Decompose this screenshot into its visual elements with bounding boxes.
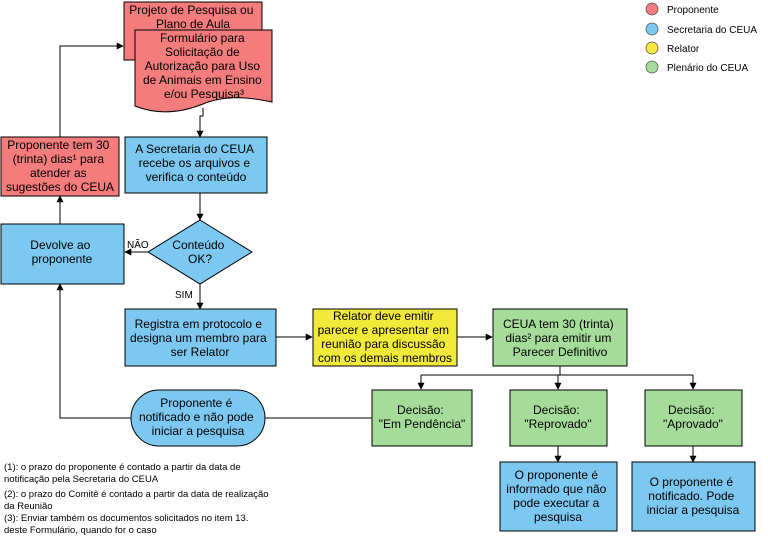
node-ceua-prazo-label: CEUA tem 30 (trinta) dias² para emitir u…	[503, 317, 617, 359]
node-formulario-label: Formulário para Solicitação de Autorizaç…	[143, 31, 265, 101]
shapes	[0, 1, 756, 532]
node-conteudo-ok-shape	[147, 219, 253, 285]
node-informado-label: O proponente é informado que não pode ex…	[506, 468, 609, 524]
legend-swatch-secretaria	[645, 22, 659, 36]
node-pendencia-label: Decisão: "Em Pendência"	[379, 403, 466, 431]
node-secretaria-recebe-label: A Secretaria do CEUA recebe os arquivos …	[135, 142, 256, 184]
edge-ceua-split	[421, 366, 693, 376]
node-notificado-pode-shape	[631, 461, 756, 532]
legend-label-relator: Relator	[667, 44, 700, 55]
node-conteudo-ok-label: Conteúdo OK?	[172, 238, 227, 266]
node-aprovado-shape	[644, 389, 743, 447]
footnotes: (1): o prazo do proponente é contado a p…	[4, 462, 271, 536]
legend-label-proponente: Proponente	[667, 5, 719, 16]
node-pendencia-shape	[371, 389, 473, 447]
node-registra-shape	[124, 308, 277, 367]
node-prazo-proponente-label: Proponente tem 30 (trinta) dias¹ para at…	[6, 138, 114, 194]
legend-swatch-relator	[645, 41, 659, 55]
legend-swatch-plenario	[645, 60, 659, 74]
node-formulario-shape	[134, 29, 273, 113]
footnote-1: (1): o prazo do proponente é contado a p…	[4, 462, 243, 485]
node-relator-label: Relator deve emitir parecer e apresentar…	[318, 309, 453, 365]
edge-label-nao: NÃO	[127, 238, 149, 251]
node-registra-label: Registra em protocolo e designa um membr…	[130, 317, 270, 359]
node-projeto-label: Projeto de Pesquisa ou Plano de Aula	[129, 3, 256, 31]
legend-label-plenario: Plenário do CEUA	[667, 63, 748, 74]
node-texts: Projeto de Pesquisa ou Plano de Aula For…	[6, 3, 740, 524]
node-notificado-nao-shape	[130, 389, 266, 447]
node-ceua-prazo-shape	[492, 308, 628, 367]
node-reprovado-shape	[509, 389, 608, 447]
node-informado-shape	[499, 461, 618, 532]
footnote-2: (2): o prazo do Comitê é contado a parti…	[4, 489, 271, 512]
node-reprovado-label: Decisão: "Reprovado"	[524, 403, 591, 431]
edge-prazo-to-projeto	[59, 42, 124, 137]
legend-label-secretaria: Secretaria do CEUA	[667, 25, 757, 36]
node-prazo-proponente-shape	[0, 136, 120, 197]
node-aprovado-label: Decisão: "Aprovado"	[663, 403, 723, 431]
edge-formulario-to-secretaria	[196, 108, 204, 138]
node-devolve-shape	[0, 223, 125, 285]
legend: Proponente Secretaria do CEUA Relator Pl…	[645, 2, 757, 74]
connectors	[56, 42, 697, 463]
footnote-3: (3): Enviar também os documentos solicit…	[4, 513, 251, 536]
node-notificado-pode-label: O proponente é notificado. Pode iniciar …	[647, 475, 740, 517]
node-devolve-label: Devolve ao proponente	[30, 238, 93, 266]
node-notificado-nao-label: Proponente é notificado e não pode inici…	[139, 396, 257, 438]
node-relator-shape	[312, 308, 458, 367]
node-secretaria-recebe-shape	[124, 136, 268, 194]
legend-swatch-proponente	[645, 2, 659, 16]
edge-label-sim: SIM	[175, 290, 193, 301]
edge-notificado-to-devolve	[56, 283, 131, 419]
